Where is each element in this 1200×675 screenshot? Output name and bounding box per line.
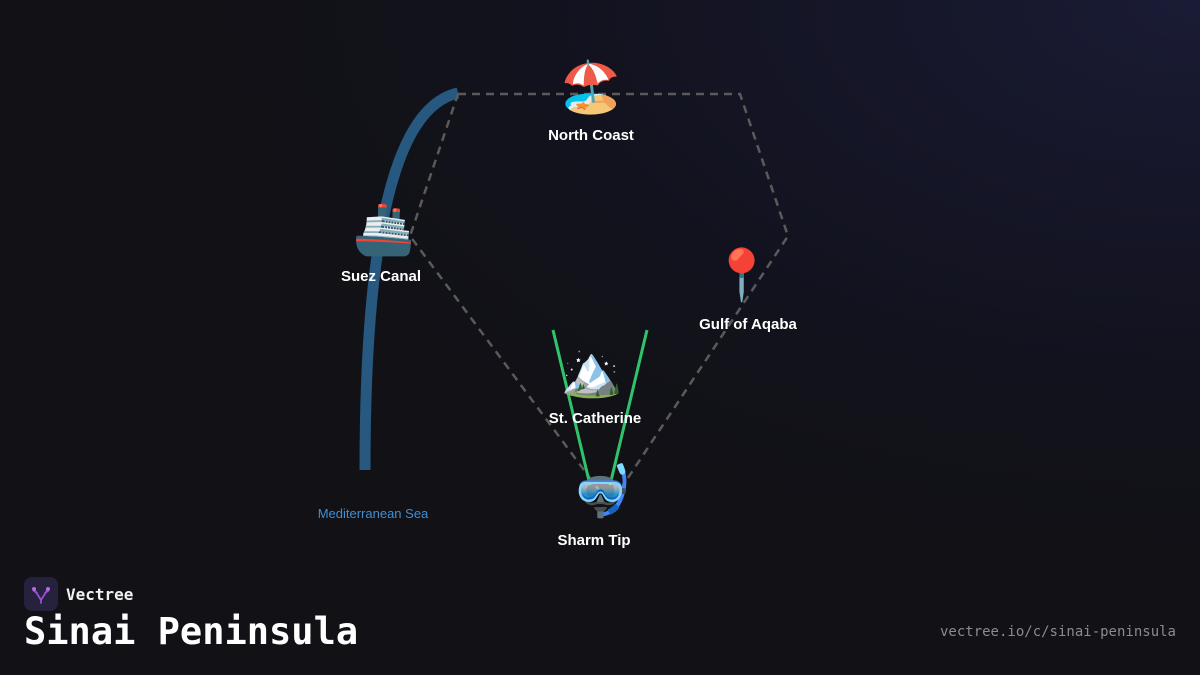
place-label-sharm-tip: Sharm Tip	[557, 532, 631, 549]
brand-name: Vectree	[66, 584, 134, 604]
sea-label-mediterranean: Mediterranean Sea	[317, 506, 429, 521]
place-label-north-coast: North Coast	[548, 127, 634, 144]
beach-umbrella-icon: 🏖️	[559, 58, 623, 116]
page-title: Sinai Peninsula	[24, 610, 359, 653]
place-label-st-catherine: St. Catherine	[548, 410, 642, 427]
vectree-logo-icon	[24, 577, 58, 611]
ship-icon: 🚢	[352, 200, 416, 258]
mountain-range-lines	[551, 329, 649, 486]
diving-mask-icon: 🤿	[570, 462, 634, 520]
map-pin-icon: 📍	[710, 246, 774, 304]
page-url[interactable]: vectree.io/c/sinai-peninsula	[939, 624, 1176, 640]
mountain-icon: 🏔️	[560, 342, 624, 400]
place-label-suez-canal: Suez Canal	[340, 268, 422, 285]
peninsula-outline	[408, 92, 790, 508]
place-label-gulf-of-aqaba: Gulf of Aqaba	[699, 316, 797, 333]
suez-canal-line	[359, 87, 460, 471]
brand: Vectree	[24, 577, 133, 611]
